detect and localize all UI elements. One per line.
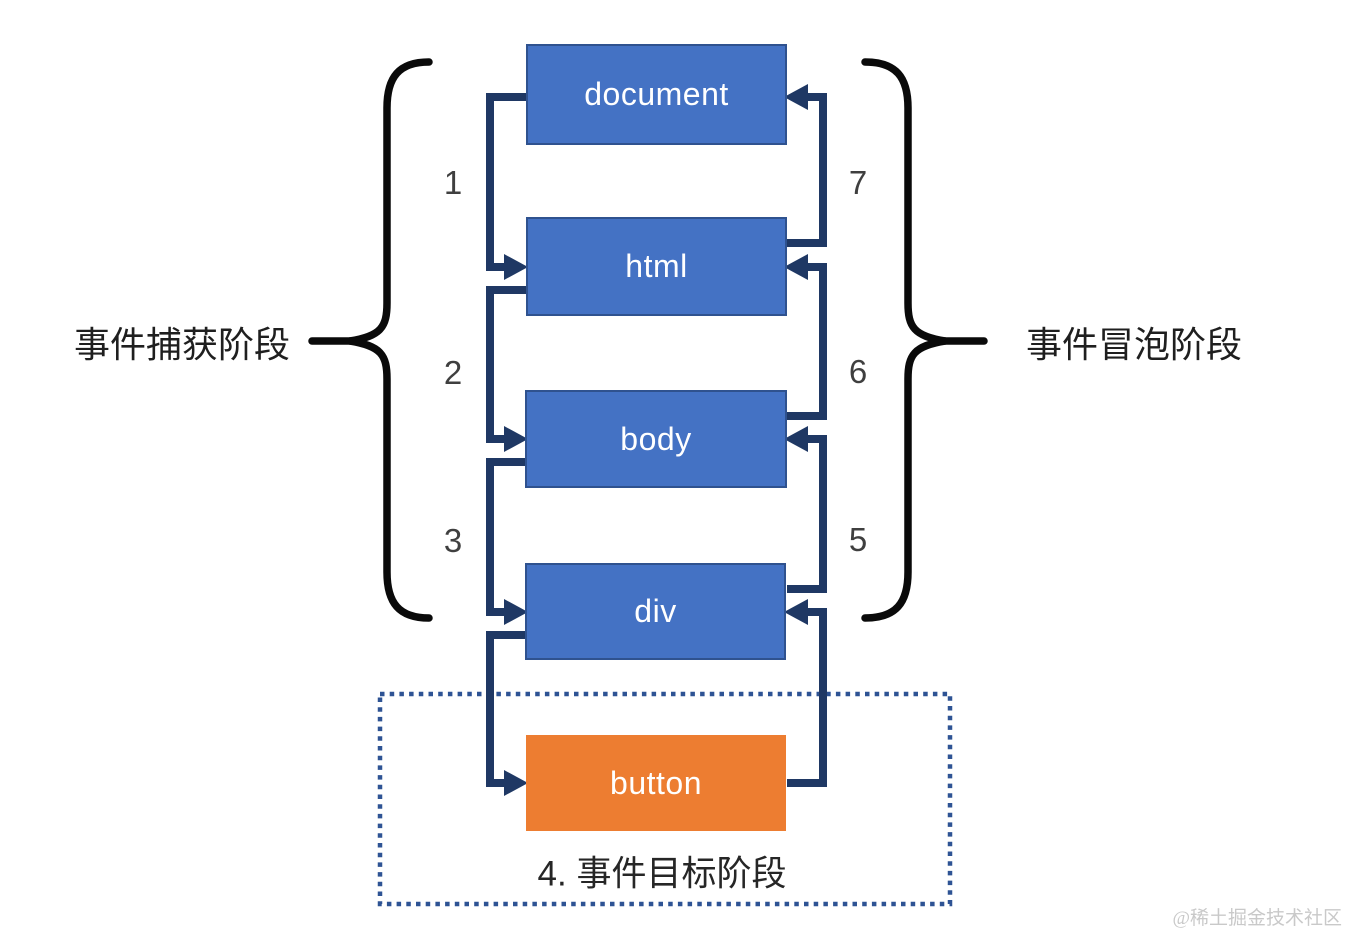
- node-div: div: [525, 563, 786, 660]
- node-button-label: button: [610, 764, 702, 801]
- bubble-arrow-body-html: [787, 263, 827, 420]
- arrowhead-into-body-right: [784, 426, 808, 452]
- target-phase-label: 4. 事件目标阶段: [537, 854, 787, 894]
- node-html: html: [526, 217, 787, 316]
- bubble-arrow-button-div: [787, 608, 827, 787]
- arrowhead-into-body: [504, 426, 528, 452]
- capture-arrow-div-button: [486, 631, 526, 787]
- bubble-arrow-div-body: [787, 435, 827, 593]
- bubble-arrowheads: [784, 84, 808, 625]
- bubble-arrow-html-document: [787, 93, 827, 247]
- arrowhead-into-html: [504, 254, 528, 280]
- node-html-label: html: [625, 248, 688, 284]
- step-number-5: 5: [848, 521, 868, 558]
- step-number-1: 1: [443, 164, 463, 201]
- step-number-6: 6: [848, 353, 868, 390]
- step-number-2: 2: [443, 354, 463, 391]
- bubble-arrows: [787, 93, 827, 787]
- step-number-7: 7: [848, 164, 868, 201]
- step-number-3: 3: [443, 522, 463, 559]
- bubble-phase-brace: [861, 58, 949, 622]
- capture-arrow-body-div: [486, 458, 526, 616]
- bubble-phase-label: 事件冒泡阶段: [1025, 324, 1243, 365]
- arrowhead-into-div: [504, 599, 528, 625]
- watermark-text: @稀土掘金技术社区: [1172, 908, 1343, 929]
- capture-arrow-document-html: [486, 93, 526, 271]
- capture-phase-brace: [346, 58, 433, 622]
- arrowhead-into-button: [504, 770, 528, 796]
- capture-arrows: [486, 93, 526, 787]
- target-phase-dotted-border: [377, 691, 953, 907]
- arrowhead-into-document-right: [784, 84, 808, 110]
- capture-phase-label: 事件捕获阶段: [73, 324, 291, 365]
- arrowhead-into-div-right: [784, 599, 808, 625]
- node-document: document: [526, 44, 787, 145]
- node-body: body: [525, 390, 787, 488]
- capture-arrowheads: [504, 254, 528, 796]
- node-div-label: div: [634, 593, 677, 629]
- node-body-label: body: [620, 420, 692, 457]
- arrowhead-into-html-right: [784, 254, 808, 280]
- capture-arrow-html-body: [486, 286, 526, 443]
- node-document-label: document: [584, 76, 729, 112]
- phase-braces: [308, 58, 988, 622]
- node-button: button: [526, 735, 786, 831]
